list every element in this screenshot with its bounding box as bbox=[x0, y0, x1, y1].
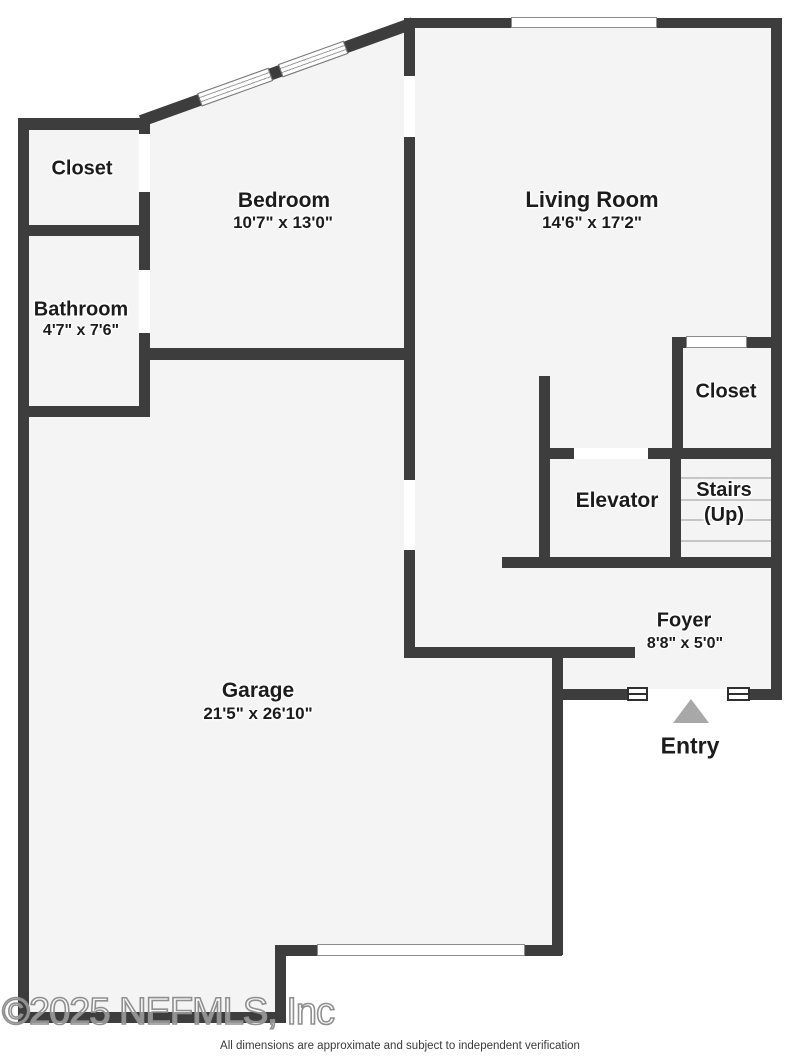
door-opening-elevator bbox=[574, 448, 648, 459]
window-icon-garage bbox=[317, 944, 525, 956]
wall-bedroom-living-divider-b bbox=[404, 137, 415, 480]
door-frame-icon-right bbox=[727, 687, 750, 701]
wall-bedroom-living-divider-a bbox=[404, 18, 415, 76]
room-label-garage: Garage bbox=[221, 679, 295, 702]
room-dims-garage: 21'5" x 26'10" bbox=[203, 704, 313, 723]
door-opening-bedroom bbox=[404, 76, 415, 137]
wall-stairs-south bbox=[502, 557, 782, 568]
wall-bathroom-east bbox=[139, 333, 150, 417]
room-dims-bathroom: 4'7" x 7'6" bbox=[42, 322, 120, 339]
stair-tread-line bbox=[681, 519, 771, 521]
entry-arrow-icon bbox=[673, 699, 709, 723]
wall-garage-east bbox=[552, 658, 563, 955]
room-label-living-room: Living Room bbox=[525, 187, 659, 212]
wall-closet-tl-top bbox=[18, 118, 148, 130]
room-label-foyer: Foyer bbox=[656, 609, 712, 632]
room-label-bathroom: Bathroom bbox=[33, 298, 129, 321]
stair-tread-line bbox=[681, 499, 771, 501]
wall-elevator-east bbox=[670, 448, 681, 568]
door-frame-icon-left bbox=[627, 687, 648, 701]
door-opening-bathroom bbox=[139, 270, 150, 333]
wall-elevator-west bbox=[539, 376, 550, 568]
wall-closet-tl-bottom bbox=[18, 225, 150, 236]
wall-bedroom-living-divider-c bbox=[404, 550, 415, 658]
floor-area-garage-bottom bbox=[25, 950, 281, 1016]
wall-closet-tl-east-b bbox=[139, 192, 150, 270]
wall-garage-step bbox=[275, 945, 286, 1023]
stairs-label-line1: Stairs bbox=[696, 479, 752, 501]
room-label-closet-tl: Closet bbox=[51, 157, 113, 180]
wall-garage-southeast-a bbox=[275, 945, 319, 956]
wall-elevator-north-a bbox=[540, 448, 574, 459]
wall-exterior-right bbox=[771, 18, 782, 700]
room-dims-bedroom: 10'7" x 13'0" bbox=[233, 213, 333, 232]
stair-tread-line bbox=[681, 540, 771, 542]
room-dims-foyer: 8'8" x 5'0" bbox=[646, 635, 724, 652]
room-label-stairs: Stairs (Up) bbox=[696, 478, 752, 528]
watermark: ©2025 NEFMLS, Inc bbox=[1, 990, 336, 1034]
wall-elevator-north-b bbox=[648, 448, 782, 459]
wall-foyer-south-a bbox=[562, 689, 628, 700]
room-dims-living-room: 14'6" x 17'2" bbox=[542, 213, 642, 232]
wall-bedroom-south bbox=[139, 348, 415, 360]
stair-tread-line bbox=[681, 477, 771, 479]
room-label-bedroom: Bedroom bbox=[237, 189, 331, 212]
wall-exterior-left bbox=[18, 118, 29, 1023]
window-icon-closet-right bbox=[686, 336, 747, 348]
room-label-closet-right: Closet bbox=[695, 380, 757, 403]
wall-foyer-south-b bbox=[749, 689, 782, 700]
wall-garage-southeast-b bbox=[524, 945, 562, 956]
door-opening-closet-tl bbox=[139, 134, 150, 192]
window-icon-living-room bbox=[511, 17, 657, 28]
door-opening-garage-living bbox=[404, 480, 415, 550]
wall-bathroom-south bbox=[18, 406, 150, 417]
entry-label: Entry bbox=[660, 732, 720, 759]
wall-closet-right-west bbox=[672, 337, 683, 457]
floor-area-living-foyer bbox=[412, 24, 772, 690]
footer-disclaimer: All dimensions are approximate and subje… bbox=[220, 1040, 580, 1052]
stairs-label-line2: (Up) bbox=[704, 504, 744, 526]
wall-exterior-bottom bbox=[18, 1012, 286, 1023]
wall-garage-north bbox=[404, 647, 635, 658]
door-opening-entry bbox=[627, 689, 750, 700]
room-label-elevator: Elevator bbox=[575, 489, 659, 512]
